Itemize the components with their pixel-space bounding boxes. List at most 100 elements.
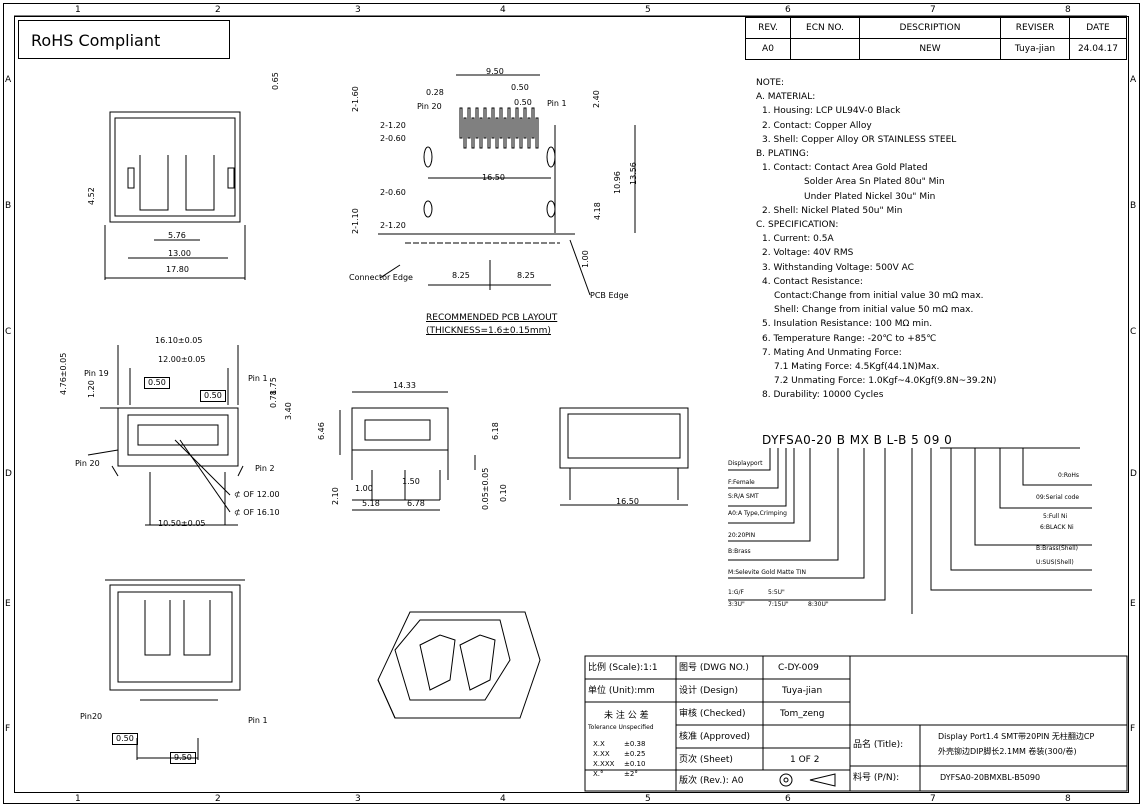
front-view-dimension: 4.76±0.05 xyxy=(59,352,68,395)
grid-row-label: A xyxy=(1130,75,1137,85)
top-view-dimension: 5.76 xyxy=(168,231,186,240)
side-view-dimension: 2.10 xyxy=(331,487,340,505)
note-line: 2. Shell: Nickel Plated 50u" Min xyxy=(762,205,903,216)
front-view-dimension: 0.50 xyxy=(200,390,226,402)
part-code-option: 1:G/F xyxy=(728,589,744,596)
pcb-pad xyxy=(519,117,523,149)
part-code-option: A0:A Type,Crimping xyxy=(728,510,787,517)
pcb-dimension: 8.25 xyxy=(517,271,535,280)
part-code-option: M:Selevite Gold Matte TIN xyxy=(728,569,807,576)
pcb-dimension: 8.25 xyxy=(452,271,470,280)
circle-callout: ⊄ OF 12.00 xyxy=(234,490,280,499)
note-line: 3. Shell: Copper Alloy OR STAINLESS STEE… xyxy=(762,134,957,145)
pcb-pad xyxy=(523,107,527,139)
title-block-lines xyxy=(584,655,1128,792)
title-label: 品名 (Title): xyxy=(853,740,904,750)
pcb-dimension: 10.96 xyxy=(613,171,622,194)
grid-col-label: 1 xyxy=(75,794,81,804)
description-value: NEW xyxy=(859,38,1001,60)
dwg-label: 图号 (DWG NO.) xyxy=(679,663,749,673)
part-code-option: Displayport xyxy=(728,460,763,467)
grid-row-label: E xyxy=(1130,599,1136,609)
circle-callout: ⊄ OF 16.10 xyxy=(234,508,280,517)
side-view-dimension: 6.18 xyxy=(491,422,500,440)
note-line: 7.2 Unmating Force: 1.0Kgf~4.0Kgf(9.8N~3… xyxy=(774,376,997,387)
pcb-dimension: 0.50 xyxy=(511,83,529,92)
top-view-dimension: 17.80 xyxy=(166,265,189,274)
unit-label: 单位 (Unit):mm xyxy=(588,686,655,696)
part-code-option: 3:3U" xyxy=(728,601,745,608)
note-line: NOTE: xyxy=(756,78,785,88)
design-label: 设计 (Design) xyxy=(679,686,738,696)
top-view-dimension: 13.00 xyxy=(168,249,191,258)
grid-col-label: 6 xyxy=(785,5,791,15)
note-line: 6. Temperature Range: -20℃ to +85℃ xyxy=(762,333,937,344)
bottom-view-pin-label: Pin 1 xyxy=(248,716,268,725)
date-value: 24.04.17 xyxy=(1069,38,1127,60)
grid-row-label: A xyxy=(5,75,12,85)
pcb-pad xyxy=(495,117,499,149)
note-line: 5. Insulation Resistance: 100 MΩ min. xyxy=(762,319,933,330)
grid-row-label: D xyxy=(5,469,12,479)
pcb-pad xyxy=(479,117,483,149)
pcb-dimension: 2-0.60 xyxy=(380,134,406,143)
tolerance-grade: X.XXX xyxy=(593,760,615,768)
part-code-option: 09:Serial code xyxy=(1036,494,1080,501)
grid-col-label: 4 xyxy=(500,794,506,804)
pcb-pad xyxy=(535,117,539,149)
tolerance-value: ±0.38 xyxy=(624,740,646,748)
pcb-dimension: 0.28 xyxy=(426,88,444,97)
note-line: A. MATERIAL: xyxy=(756,92,816,103)
grid-col-label: 5 xyxy=(645,794,651,804)
tolerance-value: ±0.10 xyxy=(624,760,646,768)
pcb-pad xyxy=(503,117,507,149)
pcb-pad xyxy=(471,117,475,149)
grid-row-label: C xyxy=(5,327,12,337)
grid-row-label: F xyxy=(1130,724,1136,734)
note-line: B. PLATING: xyxy=(756,149,809,160)
sheet-label: 页次 (Sheet) xyxy=(679,755,733,765)
pcb-pad xyxy=(511,117,515,149)
note-line: 1. Housing: LCP UL94V-0 Black xyxy=(762,106,901,117)
sheet-number: 1 OF 2 xyxy=(790,755,820,765)
side-view xyxy=(339,391,476,511)
pn-label: 料号 (P/N): xyxy=(853,773,900,783)
grid-col-label: 6 xyxy=(785,794,791,804)
part-code-option: 8:30U" xyxy=(808,601,829,608)
pcb-dimension: 4.18 xyxy=(593,202,602,220)
grid-row-label: E xyxy=(5,599,11,609)
part-number: DYFSA0-20BMXBL-B5090 xyxy=(940,773,1041,782)
bottom-view-dimension: 9.50 xyxy=(170,752,196,764)
part-code-option: 5:5U" xyxy=(768,589,785,596)
pcb-dimension: 9.50 xyxy=(486,67,504,76)
pcb-dimension: 2-1.20 xyxy=(380,121,406,130)
grid-row-label: B xyxy=(5,201,12,211)
grid-row-label: F xyxy=(5,724,11,734)
top-left-view xyxy=(104,111,246,280)
pcb-pad xyxy=(507,107,511,139)
pcb-edge-label: PCB Edge xyxy=(590,291,629,300)
grid-col-label: 3 xyxy=(355,794,361,804)
grid-row-label: C xyxy=(1130,327,1137,337)
drawing-border xyxy=(3,3,1140,804)
grid-col-label: 2 xyxy=(215,5,221,15)
part-code-option: B:Brass xyxy=(728,548,751,555)
title-line2: 外壳铆边DIP脚长2.1MM 卷装(300/卷) xyxy=(938,747,1077,756)
tolerance-en: Tolerance Unspecified xyxy=(588,724,654,731)
pcb-title: RECOMMENDED PCB LAYOUT xyxy=(426,313,558,323)
pcb-dimension: 2-1.20 xyxy=(380,221,406,230)
note-line: 2. Contact: Copper Alloy xyxy=(762,120,872,131)
pcb-pad xyxy=(499,107,503,139)
tolerance-cn: 未 注 公 差 xyxy=(604,711,649,721)
top-view-dimension: 0.65 xyxy=(271,72,280,90)
side-view-dimension: 14.33 xyxy=(393,381,416,390)
front-view-pin-label: Pin 20 xyxy=(75,459,100,468)
rev-label: 版次 (Rev.): A0 xyxy=(679,776,744,786)
front-view-dimension: 3.40 xyxy=(284,402,293,420)
pcb-dimension: 2-1.60 xyxy=(351,86,360,112)
front-view-dimension: 1.75 xyxy=(269,377,278,395)
part-code-option: 7:15U" xyxy=(768,601,789,608)
note-line: Solder Area Sn Plated 80u" Min xyxy=(804,177,945,188)
part-code-option: U:SUS(Shell) xyxy=(1036,559,1074,566)
